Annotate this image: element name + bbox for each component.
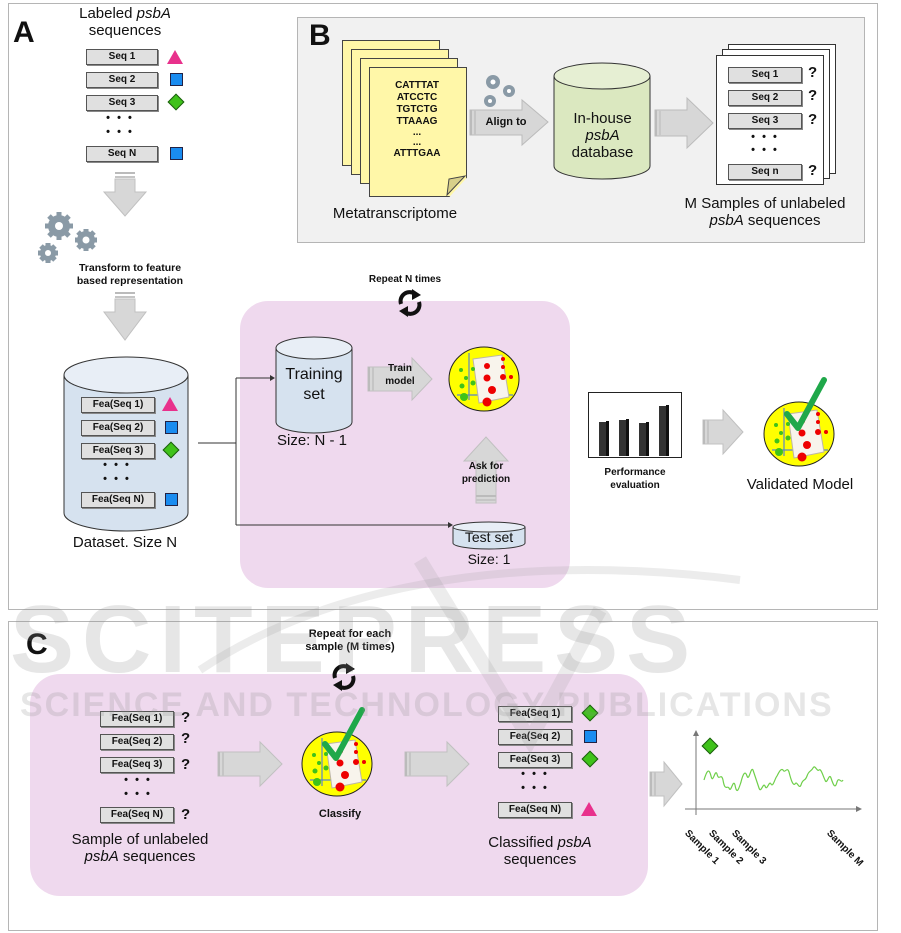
labeled-seq-box: Seq N [86,146,158,162]
test-set-cylinder [452,521,526,550]
arrow-to-plot [649,760,683,808]
metatranscriptome-sequence-text: CATTTAT ATCCTC TGTCTG TTAAAG ... ... ATT… [393,80,441,159]
unlabeled-feature-box: Fea(Seq 3) [100,757,174,773]
gears-icon-small [484,75,515,107]
dataset-caption: Dataset. Size N [72,534,178,551]
class-square-icon [170,147,183,160]
unknown-class-icon: ? [181,730,191,747]
dataset-feature-box: Fea(Seq N) [81,492,155,508]
ellipsis: • • • [106,112,134,124]
repeat-m-times-label: Repeat for each sample (M times) [305,628,395,653]
samples-caption: M Samples of unlabeled psbA sequences [684,195,846,229]
ask-prediction-label: Ask for prediction [461,461,511,485]
ellipsis: • • • [521,782,549,794]
panel-a-letter: A [13,16,35,49]
down-arrow [103,292,147,341]
ellipsis: • • • [751,144,779,156]
labeled-seq-box: Seq 3 [86,95,158,111]
ask-prediction-arrow [462,436,510,504]
ellipsis: • • • [124,788,152,800]
training-size-label: Size: N - 1 [276,432,348,449]
ellipsis: • • • [106,126,134,138]
arrow-to-classify [217,740,283,788]
train-model-arrow [367,356,433,402]
down-arrow [102,172,148,217]
labeled-seq-box: Seq 1 [86,49,158,65]
watermark-swoosh [197,556,741,755]
unknown-class-icon: ? [181,756,191,773]
class-square-icon [170,73,183,86]
split-connector-lines [198,375,453,528]
ellipsis: • • • [103,459,131,471]
labeled-seq-box: Seq 2 [86,72,158,88]
unknown-class-icon: ? [181,709,191,726]
test-size-label: Size: 1 [467,551,511,567]
unknown-class-icon: ? [808,87,818,104]
repeat-n-times-label: Repeat N times [368,274,442,285]
panel-b-letter: B [309,19,331,52]
unlabeled-seq-box: Seq 2 [728,90,802,106]
training-set-label: Training set [285,366,343,403]
classify-label: Classify [318,808,362,820]
classified-feature-box: Fea(Seq 1) [498,706,572,722]
dataset-feature-box: Fea(Seq 2) [81,420,155,436]
gears-icon [38,212,97,263]
train-model-label: Train model [385,363,415,387]
arrow-to-samples [654,96,714,150]
ellipsis: • • • [751,131,779,143]
class-triangle-icon [581,802,597,816]
arrow-to-validated [702,408,744,456]
classified-feature-box: Fea(Seq 3) [498,752,572,768]
unlabeled-seq-box: Seq 1 [728,67,802,83]
unlabeled-seq-box: Seq n [728,164,802,180]
panel-c-letter: C [26,628,48,661]
inhouse-database-cylinder [553,62,651,180]
classified-feature-box: Fea(Seq N) [498,802,572,818]
dataset-feature-box: Fea(Seq 3) [81,443,155,459]
sample-result-plot [685,730,862,815]
class-triangle-icon [162,397,178,411]
labeled-sequences-title: Labeled psbA sequences [79,5,171,39]
unlabeled-feature-box: Fea(Seq 2) [100,734,174,750]
class-square-icon [165,493,178,506]
unknown-class-icon: ? [808,162,818,179]
classify-model-icon [301,707,373,797]
page-fold-icon [446,175,467,197]
unlabeled-sample-caption: Sample of unlabeled psbA sequences [71,831,209,865]
metatranscriptome-caption: Metatranscriptome [332,205,458,222]
unknown-class-icon: ? [181,806,191,823]
transform-label: Transform to feature based representatio… [76,262,184,287]
classifier-model-icon [448,346,520,412]
performance-evaluation-label: Performance evaluation [604,467,666,491]
classified-feature-box: Fea(Seq 2) [498,729,572,745]
unlabeled-feature-box: Fea(Seq N) [100,807,174,823]
validated-model-caption: Validated Model [746,476,854,493]
class-triangle-icon [167,50,183,64]
repeat-cycle-icon [332,663,356,691]
training-set-cylinder [275,336,353,434]
arrow-to-classified [404,740,470,788]
class-square-icon [584,730,597,743]
unlabeled-seq-box: Seq 3 [728,113,802,129]
unknown-class-icon: ? [808,111,818,128]
classified-caption: Classified psbA sequences [488,834,592,868]
ellipsis: • • • [521,768,549,780]
align-arrow [469,98,549,147]
performance-chart-icon [588,392,682,458]
database-label: In-house psbA database [571,110,634,161]
sample-trend-line [703,766,844,792]
align-label: Align to [485,116,527,128]
validated-model-icon [763,377,835,467]
repeat-cycle-icon [398,289,422,317]
ellipsis: • • • [103,473,131,485]
unknown-class-icon: ? [808,64,818,81]
test-set-label: Test set [464,529,514,545]
ellipsis: • • • [124,774,152,786]
dataset-feature-box: Fea(Seq 1) [81,397,155,413]
unlabeled-feature-box: Fea(Seq 1) [100,711,174,727]
class-square-icon [165,421,178,434]
